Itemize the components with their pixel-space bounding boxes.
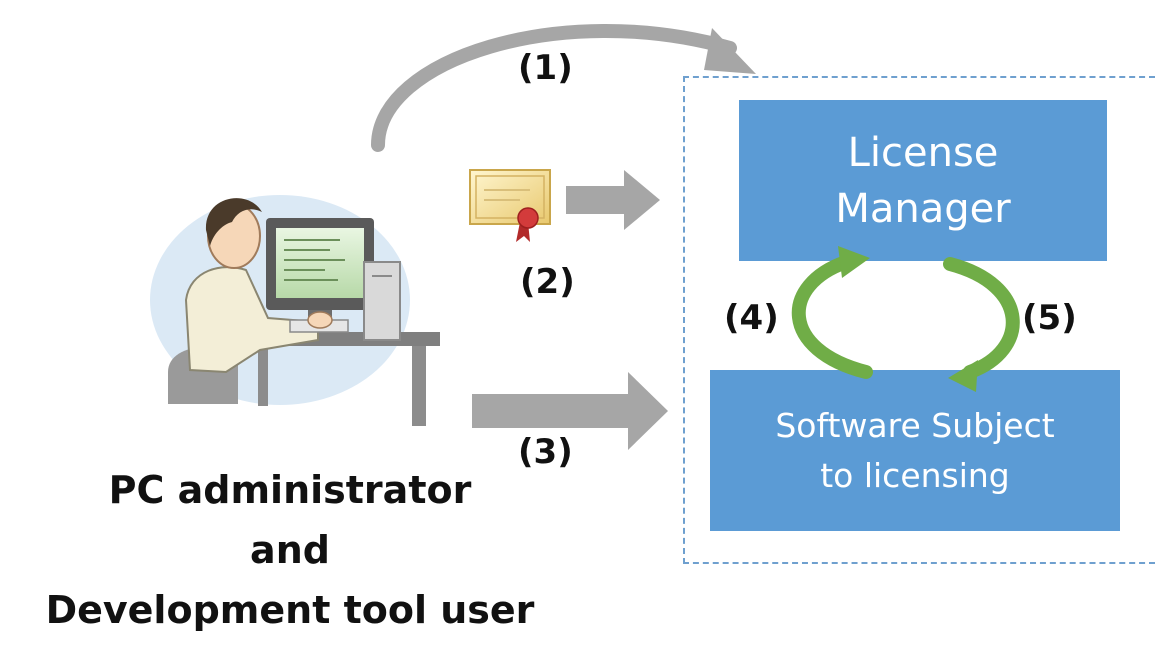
license-manager-line2: Manager [835, 185, 1011, 232]
software-subject-box: Software Subject to licensing [710, 370, 1120, 531]
license-manager-line1: License [847, 129, 999, 176]
actor-caption-line3: Development tool user [45, 588, 535, 632]
step-label-1: (1) [518, 48, 573, 88]
curved-arrow-step1 [371, 24, 756, 152]
step-label-4: (4) [724, 298, 779, 338]
actor-caption-line1: PC administrator [108, 468, 472, 512]
certificate-icon [469, 169, 551, 242]
software-subject-line1: Software Subject [775, 405, 1055, 445]
system-boundary-frame [683, 76, 1155, 564]
step-label-3: (3) [518, 432, 573, 472]
cycle-arrow-step4 [791, 246, 873, 379]
license-manager-box: License Manager [739, 100, 1107, 261]
cycle-arrow-step5 [943, 257, 1020, 392]
arrow-step2 [566, 170, 660, 230]
actor-caption: PC administrator and Development tool us… [0, 460, 580, 640]
step-label-5: (5) [1022, 298, 1077, 338]
software-subject-line2: to licensing [820, 455, 1010, 495]
actor-caption-line2: and [250, 528, 330, 572]
step-label-2: (2) [520, 262, 575, 302]
user-at-computer-icon [150, 195, 440, 426]
arrow-step3 [472, 372, 668, 450]
